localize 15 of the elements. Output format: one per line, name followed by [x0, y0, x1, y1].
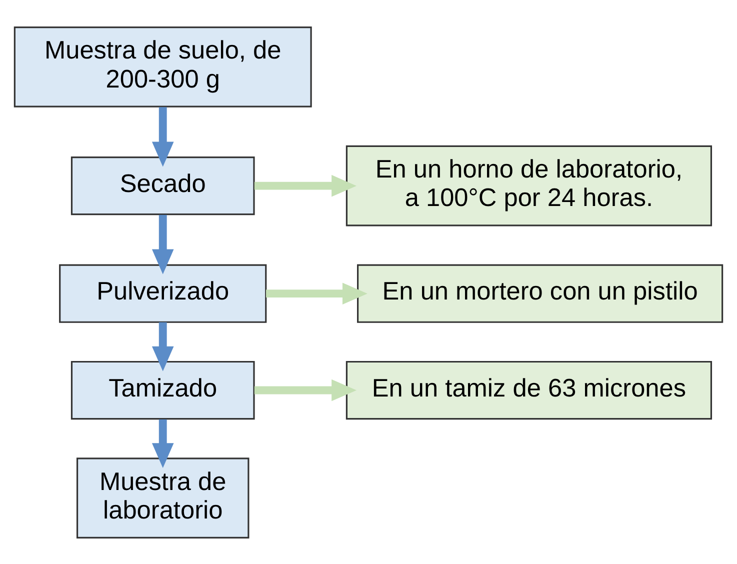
node-box: En un tamiz de 63 micrones [346, 360, 712, 420]
node-box: En un mortero con un pistilo [357, 264, 724, 322]
node-box: En un horno de laboratorio, a 100°C por 24 horas. [346, 144, 712, 226]
arrow [152, 322, 174, 371]
node-box: Muestra de suelo, de 200-300 g [14, 26, 312, 107]
arrow [266, 282, 368, 304]
arrow [254, 174, 357, 196]
arrow [254, 378, 357, 401]
arrow [152, 418, 174, 468]
arrow [152, 106, 174, 166]
node-box: Secado [70, 156, 255, 215]
node-box: Muestra de laboratorio [76, 457, 250, 538]
arrow [152, 214, 174, 274]
node-box: Tamizado [70, 360, 255, 420]
node-box: Pulverizado [59, 264, 267, 322]
